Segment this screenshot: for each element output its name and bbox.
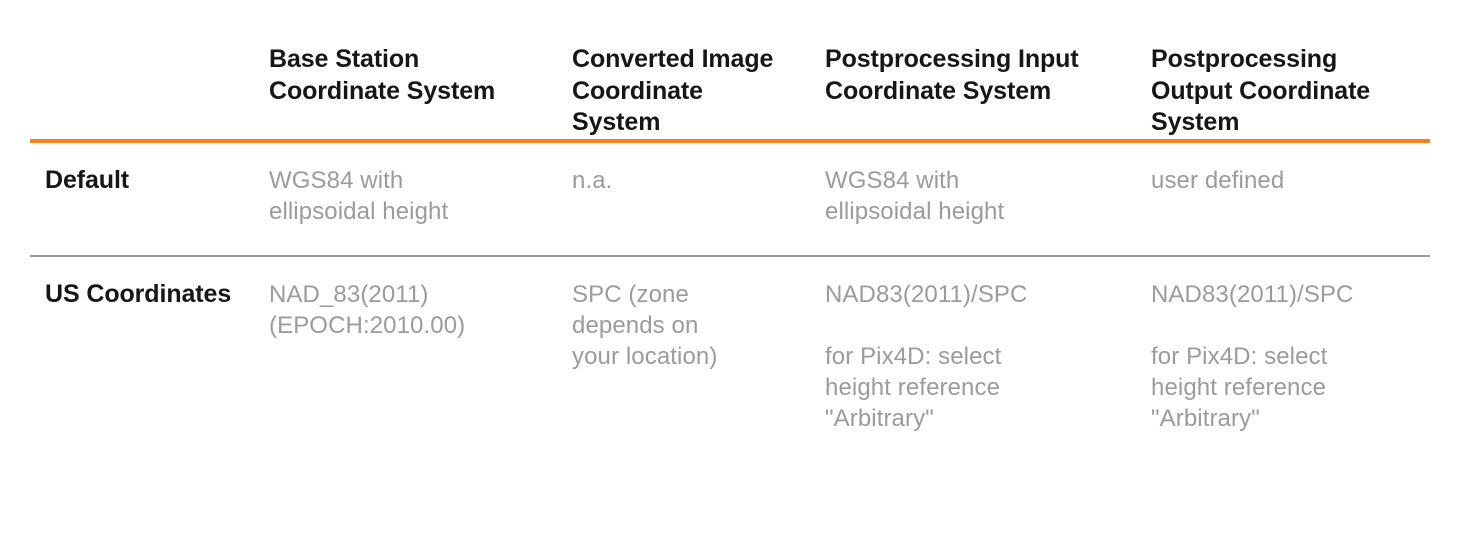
- cell-us-postprocessing-input: NAD83(2011)/SPC for Pix4D: select height…: [810, 256, 1136, 462]
- cell-us-converted-image: SPC (zone depends on your location): [557, 256, 810, 462]
- table-header: Base Station Coordinate System Converted…: [30, 0, 1430, 143]
- coordinate-systems-table: Base Station Coordinate System Converted…: [30, 0, 1430, 462]
- cell-text: user defined: [1151, 166, 1285, 194]
- cell-text: NAD83(2011)/SPC: [1151, 280, 1354, 308]
- cell-text: WGS84 with ellipsoidal height: [825, 166, 1005, 225]
- cell-default-converted-image: n.a.: [557, 140, 810, 257]
- cell-default-postprocessing-output: user defined: [1136, 140, 1430, 257]
- row-label-default: Default: [30, 140, 254, 257]
- cell-default-postprocessing-input: WGS84 with ellipsoidal height: [810, 140, 1136, 257]
- cell-text: WGS84 with ellipsoidal height: [269, 166, 449, 225]
- cell-us-postprocessing-output: NAD83(2011)/SPC for Pix4D: select height…: [1136, 256, 1430, 462]
- table-row: US Coordinates NAD_83(2011) (EPOCH:2010.…: [30, 256, 1430, 462]
- cell-note: for Pix4D: select height reference "Arbi…: [1151, 342, 1328, 432]
- cell-text: n.a.: [572, 166, 613, 194]
- cell-note: for Pix4D: select height reference "Arbi…: [825, 342, 1002, 432]
- row-label-us-coordinates: US Coordinates: [45, 279, 232, 308]
- table-body: Default WGS84 with ellipsoidal height n.…: [30, 140, 1430, 462]
- column-header-base-station: Base Station Coordinate System: [254, 0, 557, 143]
- column-header-postprocessing-input: Postprocessing Input Coordinate System: [810, 0, 1136, 143]
- cell-us-base-station: NAD_83(2011) (EPOCH:2010.00): [254, 256, 557, 462]
- header-row: Base Station Coordinate System Converted…: [30, 0, 1430, 143]
- cell-text: NAD83(2011)/SPC: [825, 280, 1028, 308]
- column-header-postprocessing-output: Postprocessing Output Coordinate System: [1136, 0, 1430, 143]
- cell-default-base-station: WGS84 with ellipsoidal height: [254, 140, 557, 257]
- column-header-converted-image: Converted Image Coordinate System: [557, 0, 810, 143]
- cell-text: NAD_83(2011) (EPOCH:2010.00): [269, 280, 466, 339]
- table-row: Default WGS84 with ellipsoidal height n.…: [30, 140, 1430, 257]
- column-header-blank: [30, 0, 254, 143]
- cell-text: SPC (zone depends on your location): [572, 280, 718, 370]
